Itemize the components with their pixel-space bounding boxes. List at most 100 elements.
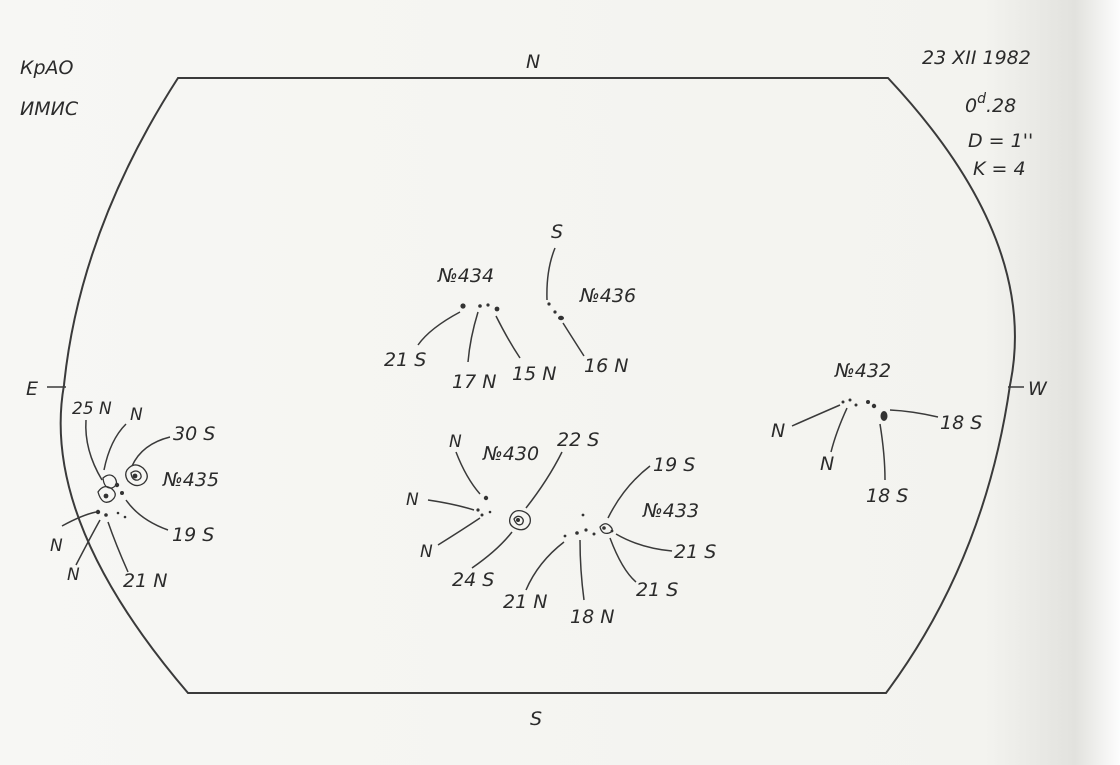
- sunspot: [103, 493, 109, 499]
- sunspot: [114, 482, 120, 488]
- sunspot: [95, 509, 101, 515]
- pointer-line: [879, 423, 886, 481]
- pointer-line: [525, 451, 563, 509]
- field-label: N: [771, 420, 785, 442]
- pointer-line: [437, 517, 481, 546]
- sunspot: [132, 473, 138, 479]
- field-label: N: [130, 405, 143, 425]
- sunspot: [592, 532, 596, 536]
- sunspot: [483, 495, 489, 501]
- field-label: 21 N: [123, 570, 167, 592]
- sunspot: [841, 400, 845, 404]
- sunspot: [123, 515, 127, 519]
- region-435-name: №435: [162, 469, 219, 491]
- south-label: S: [530, 708, 542, 730]
- field-label: N: [50, 536, 63, 556]
- field-label: 21 S: [384, 349, 426, 371]
- sunspot: [547, 302, 551, 306]
- field-label: 19 S: [172, 524, 214, 546]
- pointer-line: [85, 419, 103, 481]
- sunspot: [848, 398, 852, 402]
- region-434: №434 21 S 17 N 15 N: [384, 265, 556, 393]
- pointer-line: [889, 409, 939, 418]
- sunspot: [460, 303, 466, 309]
- field-label: N: [820, 453, 834, 475]
- pointer-line: [61, 511, 97, 527]
- penumbra-outline: [513, 515, 524, 526]
- region-436-name: №436: [579, 285, 636, 307]
- disk-frame: [59, 77, 1016, 694]
- field-label: 18 N: [570, 606, 614, 628]
- region-432: №432 N N 18 S 18 S: [771, 360, 982, 507]
- region-434-name: №434: [437, 265, 494, 287]
- time-label: 0d.28: [965, 91, 1016, 117]
- sunspot: [553, 310, 557, 314]
- field-label: N: [449, 432, 462, 452]
- field-label: N: [420, 542, 433, 562]
- pointer-line: [607, 465, 651, 519]
- region-432-name: №432: [834, 360, 891, 382]
- field-label: 21 S: [674, 541, 716, 563]
- penumbra-outline: [102, 474, 118, 489]
- sunspot: [120, 491, 124, 495]
- field-label: 21 S: [636, 579, 678, 601]
- sunspot: [563, 534, 567, 538]
- sunspot: [575, 531, 579, 535]
- pointer-line: [615, 533, 673, 552]
- sunspot: [558, 315, 564, 321]
- pointer-line: [417, 311, 461, 346]
- pointer-line: [467, 311, 479, 363]
- sunspot: [516, 518, 520, 522]
- k-value-label: K = 4: [973, 158, 1026, 180]
- pointer-line: [427, 499, 475, 511]
- sunspot: [581, 513, 585, 517]
- pointer-line: [579, 539, 585, 601]
- field-label: 18 S: [866, 485, 908, 507]
- region-433: 19 S №433 21 S 21 N 18 N 21 S: [503, 454, 716, 628]
- field-label: 18 S: [940, 412, 982, 434]
- pointer-line: [562, 322, 585, 357]
- region-430: N №430 22 S N N 24 S: [406, 429, 599, 591]
- penumbra-outline: [97, 485, 116, 503]
- sunspot: [880, 411, 888, 421]
- field-label: 24 S: [452, 569, 494, 591]
- sunspot: [104, 513, 108, 517]
- date-label: 23 XII 1982: [922, 47, 1031, 69]
- pointer-line: [495, 315, 521, 359]
- sunspot: [478, 304, 482, 308]
- penumbra-outline: [125, 464, 148, 487]
- sunspot: [486, 303, 490, 307]
- pointer-line: [546, 247, 556, 301]
- pointer-line: [125, 499, 169, 531]
- sunspot: [866, 400, 870, 404]
- region-435: 25 N N 30 S №435 19 S N N 21 N: [50, 399, 219, 592]
- east-label: E: [26, 378, 38, 400]
- field-label: 16 N: [584, 355, 628, 377]
- pointer-line: [830, 407, 848, 453]
- sunspot: [476, 508, 480, 512]
- pointer-line: [103, 423, 127, 471]
- field-label: 30 S: [173, 423, 215, 445]
- pointer-line: [471, 531, 513, 569]
- region-430-name: №430: [482, 443, 539, 465]
- field-label: 25 N: [72, 399, 112, 419]
- instrument-label: ИМИС: [20, 98, 79, 120]
- observatory-label: КрАО: [20, 57, 74, 79]
- sunspot: [602, 526, 606, 530]
- region-436: S №436 16 N: [546, 221, 636, 377]
- sunspot: [610, 529, 614, 533]
- field-label: 15 N: [512, 363, 556, 385]
- sunspot: [854, 403, 858, 407]
- pointer-line: [791, 404, 841, 427]
- field-label: N: [406, 490, 419, 510]
- diameter-label: D = 1'': [968, 130, 1033, 152]
- pointer-line: [107, 521, 129, 573]
- pointer-line: [455, 451, 481, 495]
- pointer-line: [525, 541, 565, 591]
- west-label: W: [1028, 378, 1048, 400]
- field-label: 19 S: [653, 454, 695, 476]
- sunspot: [480, 513, 484, 517]
- field-label: 17 N: [452, 371, 496, 393]
